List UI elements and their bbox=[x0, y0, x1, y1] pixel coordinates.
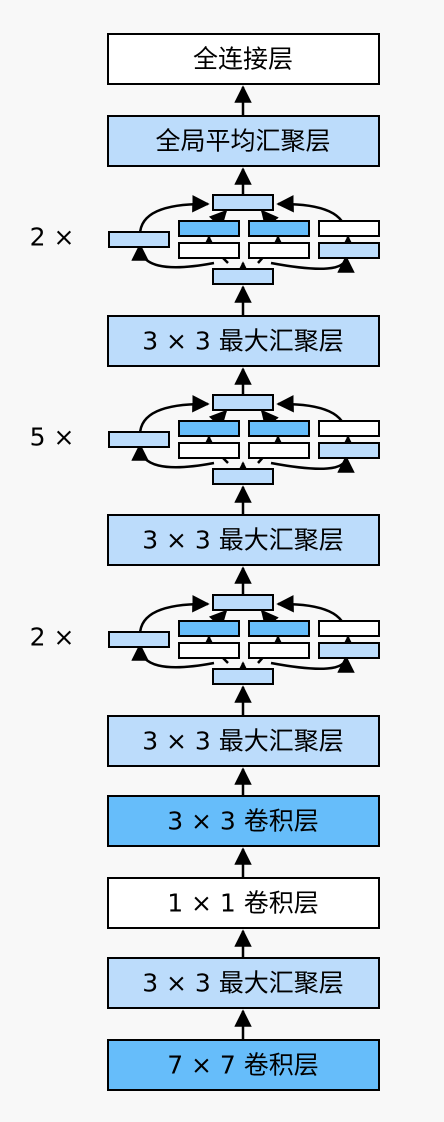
inception-path-3-conv5x5 bbox=[248, 220, 310, 237]
inception-path-4-conv1x1 bbox=[318, 420, 380, 437]
layer-conv-7x7: 7 × 7 卷积层 bbox=[107, 1039, 380, 1091]
layer-global-avg-pool: 全局平均汇聚层 bbox=[107, 115, 380, 167]
layer-conv-3x3: 3 × 3 卷积层 bbox=[107, 795, 380, 847]
layer-label: 3 × 3 最大汇聚层 bbox=[142, 327, 344, 356]
inception-path-2-conv3x3 bbox=[178, 420, 240, 437]
layer-label: 3 × 3 卷积层 bbox=[167, 807, 319, 836]
inception-path-4-conv1x1 bbox=[318, 620, 380, 637]
layer-conv-1x1: 1 × 1 卷积层 bbox=[107, 877, 380, 929]
inception-path-4-conv1x1 bbox=[318, 220, 380, 237]
connector-arc bbox=[131, 443, 215, 469]
layer-maxpool-0: 3 × 3 最大汇聚层 bbox=[107, 957, 380, 1009]
layer-maxpool-1: 3 × 3 最大汇聚层 bbox=[107, 715, 380, 767]
inception-path-1 bbox=[108, 231, 170, 248]
layer-maxpool-2: 3 × 3 最大汇聚层 bbox=[107, 514, 380, 566]
inception-output-concat bbox=[212, 394, 274, 411]
inception-path-2-conv3x3 bbox=[178, 220, 240, 237]
inception-path-2-conv1x1 bbox=[178, 442, 240, 459]
layer-label: 1 × 1 卷积层 bbox=[167, 889, 319, 918]
inception-input bbox=[212, 268, 274, 285]
layer-box bbox=[107, 315, 380, 367]
inception-path-3-conv5x5 bbox=[248, 420, 310, 437]
inception-path-1 bbox=[108, 431, 170, 448]
layer-fc: 全连接层 bbox=[107, 33, 380, 85]
inception-path-2-conv1x1 bbox=[178, 242, 240, 259]
inception-block: 2 × bbox=[30, 594, 380, 685]
inception-path-3-conv1x1 bbox=[248, 442, 310, 459]
block-multiplier: 2 × bbox=[30, 623, 75, 652]
layer-label: 3 × 3 最大汇聚层 bbox=[142, 727, 344, 756]
inception-block: 5 × bbox=[30, 394, 380, 485]
connector-arc bbox=[138, 195, 210, 236]
inception-input bbox=[212, 668, 274, 685]
layer-label: 全局平均汇聚层 bbox=[155, 127, 330, 156]
inception-path-3-conv1x1 bbox=[248, 242, 310, 259]
layer-maxpool-3: 3 × 3 最大汇聚层 bbox=[107, 315, 380, 367]
block-multiplier: 5 × bbox=[30, 423, 75, 452]
layer-label: 3 × 3 最大汇聚层 bbox=[142, 969, 344, 998]
layer-box bbox=[107, 715, 380, 767]
layer-box bbox=[107, 795, 380, 847]
connector-arc bbox=[270, 455, 355, 473]
inception-output-concat bbox=[212, 194, 274, 211]
inception-output-concat bbox=[212, 594, 274, 611]
layer-box bbox=[107, 514, 380, 566]
connector-arc bbox=[138, 395, 210, 436]
block-multiplier: 2 × bbox=[30, 223, 75, 252]
inception-path-3-conv5x5 bbox=[248, 620, 310, 637]
layer-box bbox=[107, 115, 380, 167]
inception-path-1 bbox=[108, 631, 170, 648]
inception-path-4-maxpool bbox=[318, 442, 380, 459]
connector-arc bbox=[138, 595, 210, 636]
inception-input bbox=[212, 468, 274, 485]
connector-arc bbox=[131, 243, 215, 269]
inception-path-2-conv3x3 bbox=[178, 620, 240, 637]
layer-box bbox=[107, 877, 380, 929]
inception-path-3-conv1x1 bbox=[248, 642, 310, 659]
inception-block: 2 × bbox=[30, 194, 380, 285]
inception-path-2-conv1x1 bbox=[178, 642, 240, 659]
layer-label: 7 × 7 卷积层 bbox=[167, 1051, 319, 1080]
layer-box bbox=[107, 1039, 380, 1091]
inception-path-4-maxpool bbox=[318, 242, 380, 259]
connector-arc bbox=[270, 255, 355, 273]
layer-label: 3 × 3 最大汇聚层 bbox=[142, 526, 344, 555]
inception-path-4-maxpool bbox=[318, 642, 380, 659]
connector-arc bbox=[270, 655, 355, 673]
layer-box bbox=[107, 957, 380, 1009]
layer-label: 全连接层 bbox=[193, 45, 293, 74]
layer-box bbox=[107, 33, 380, 85]
connector-arc bbox=[131, 643, 215, 669]
